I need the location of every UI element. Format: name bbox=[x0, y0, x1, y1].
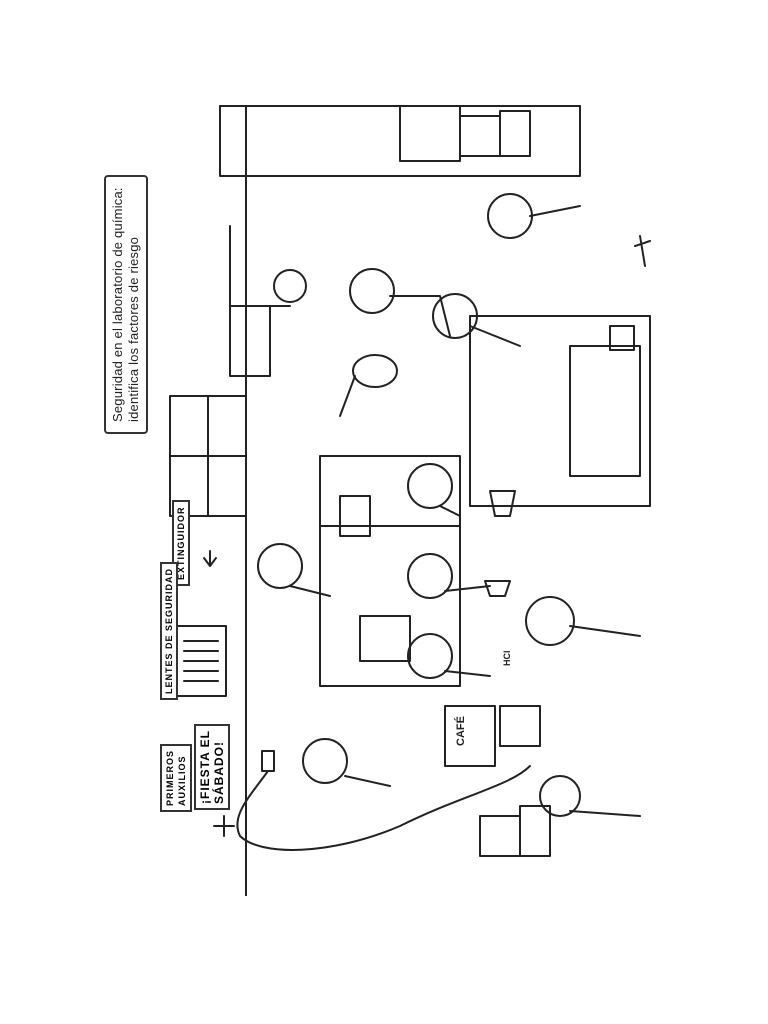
shelf-with-boxes bbox=[219, 105, 581, 177]
goggles-lines-icon bbox=[183, 640, 219, 682]
first-aid-cross-icon bbox=[213, 815, 235, 837]
plant-icon bbox=[634, 235, 651, 267]
left-desk bbox=[229, 269, 307, 377]
boxes-stack bbox=[479, 805, 551, 857]
student-figure-8 bbox=[302, 738, 391, 787]
flask-icon bbox=[484, 490, 516, 597]
side-bench bbox=[469, 315, 651, 507]
student-figure-2 bbox=[432, 293, 521, 347]
student-figure-3 bbox=[487, 193, 581, 239]
window bbox=[169, 395, 247, 517]
student-figure-10 bbox=[407, 463, 461, 517]
coffee-maker-icon bbox=[444, 705, 541, 767]
guitar-icon bbox=[339, 354, 398, 417]
student-figure-1 bbox=[349, 268, 451, 337]
student-figure-4 bbox=[257, 543, 331, 597]
student-figure-7 bbox=[525, 596, 641, 646]
student-figure-5 bbox=[407, 553, 491, 599]
gas-tube bbox=[229, 225, 291, 307]
lab-counter bbox=[319, 455, 461, 687]
lab-illustration: Seguridad en el laboratorio de química: … bbox=[100, 96, 660, 896]
power-cable bbox=[236, 765, 531, 851]
student-figure-6 bbox=[407, 633, 491, 679]
extinguisher-arrow-icon bbox=[203, 550, 217, 567]
wall-outlet-icon bbox=[261, 750, 275, 772]
student-figure-9 bbox=[539, 775, 641, 817]
lab-scene-drawing bbox=[169, 105, 651, 896]
